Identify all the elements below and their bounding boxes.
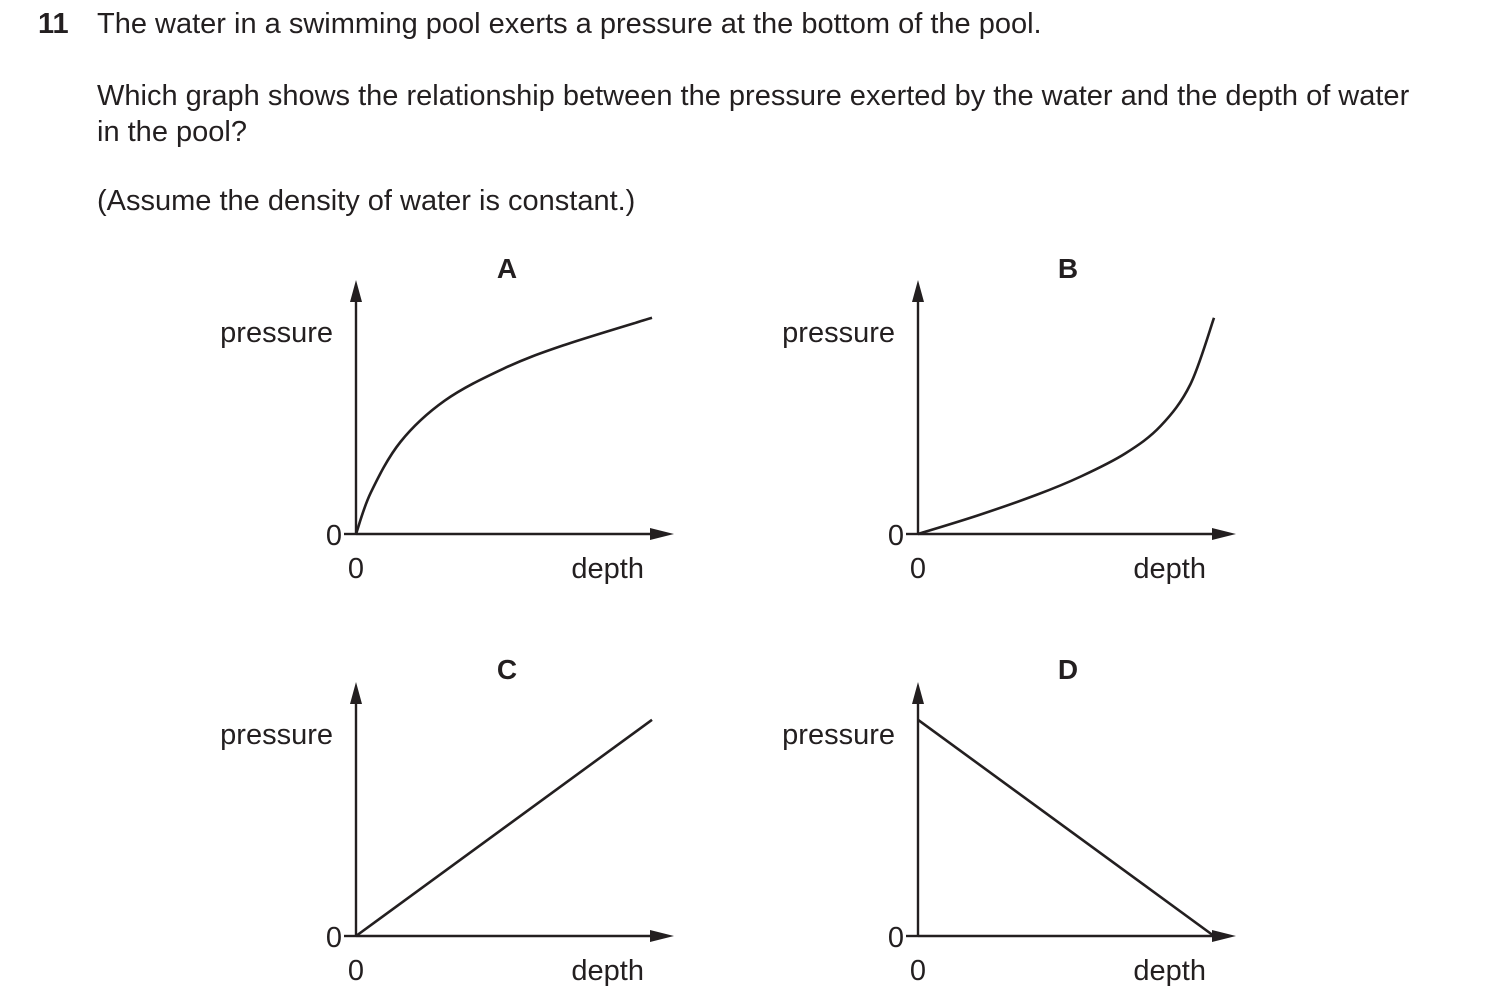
x-axis-arrow (1212, 528, 1236, 540)
graph-letter-d: D (1058, 654, 1078, 685)
x-axis-label: depth (1133, 553, 1206, 585)
pressure-depth-curve-d (917, 718, 1215, 938)
question-prompt: Which graph shows the relationship betwe… (97, 80, 1410, 148)
pressure-depth-curve-c (355, 718, 653, 938)
y-axis-arrow (912, 682, 924, 704)
x-origin-label: 0 (910, 955, 926, 987)
question-statement: The water in a swimming pool exerts a pr… (97, 8, 1042, 40)
x-axis-label: depth (571, 553, 644, 585)
question-number: 11 (38, 8, 69, 40)
y-axis-arrow (912, 280, 924, 302)
y-origin-label: 0 (888, 922, 904, 954)
x-origin-label: 0 (348, 955, 364, 987)
y-axis-label: pressure (782, 719, 895, 751)
y-axis-arrow (350, 682, 362, 704)
graph-letter-b: B (1058, 253, 1078, 284)
y-axis-label: pressure (220, 317, 333, 349)
graph-letter-c: C (497, 654, 517, 685)
x-origin-label: 0 (348, 553, 364, 585)
x-axis-arrow (650, 930, 674, 942)
graph-letter-a: A (497, 253, 517, 284)
x-axis-arrow (1212, 930, 1236, 942)
y-origin-label: 0 (326, 922, 342, 954)
x-origin-label: 0 (910, 553, 926, 585)
y-axis-label: pressure (220, 719, 333, 751)
y-axis-label: pressure (782, 317, 895, 349)
y-axis-arrow (350, 280, 362, 302)
y-origin-label: 0 (888, 520, 904, 552)
pressure-depth-curve-a (354, 316, 653, 535)
y-origin-label: 0 (326, 520, 342, 552)
x-axis-label: depth (571, 955, 644, 987)
x-axis-arrow (650, 528, 674, 540)
pressure-depth-curve-b (917, 317, 1216, 536)
x-axis-label: depth (1133, 955, 1206, 987)
question-assumption: (Assume the density of water is constant… (97, 185, 636, 217)
